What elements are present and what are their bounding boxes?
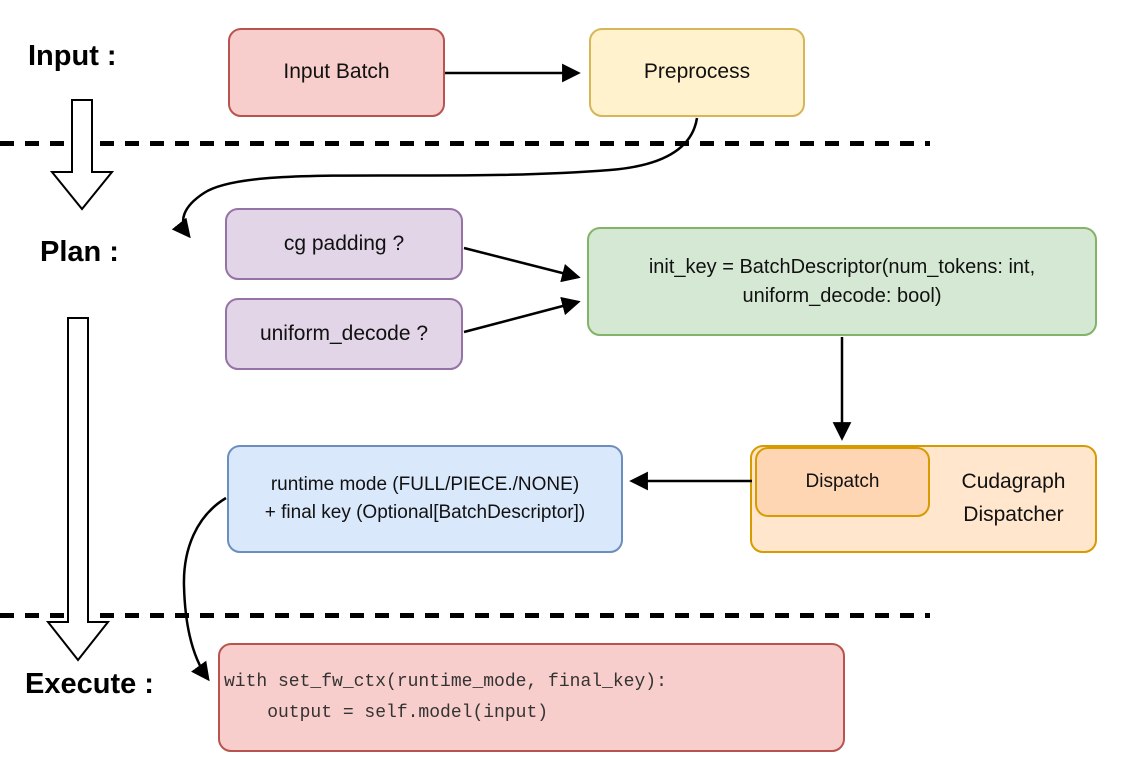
arrow-cgpadding-to-initkey <box>463 246 581 283</box>
node-cg-padding: cg padding ? <box>225 208 463 280</box>
dashed-separator-input-plan <box>0 141 930 146</box>
node-init-key-line1: init_key = BatchDescriptor(num_tokens: i… <box>648 255 1036 278</box>
code-line-1: with set_fw_ctx(runtime_mode, final_key)… <box>224 671 667 692</box>
node-input-batch: Input Batch <box>228 28 445 117</box>
node-uniform-decode: uniform_decode ? <box>225 298 463 370</box>
node-dispatch: Dispatch <box>755 447 930 517</box>
node-cg-padding-label: cg padding ? <box>283 231 405 255</box>
node-runtime-line2: + final key (Optional[BatchDescriptor]) <box>264 502 586 523</box>
dispatcher-label-line1: Cudagraph <box>961 470 1066 494</box>
node-init-key-line2: uniform_decode: bool) <box>742 284 942 307</box>
node-uniform-decode-label: uniform_decode ? <box>259 321 429 345</box>
section-label-execute: Execute : <box>25 668 154 700</box>
section-label-input: Input : <box>28 40 117 72</box>
code-line-2: output = self.model(input) <box>224 702 549 723</box>
node-preprocess-label: Preprocess <box>643 60 751 84</box>
dispatcher-label-line2: Dispatcher <box>963 503 1064 526</box>
plan-down-arrow-icon <box>45 317 111 662</box>
input-down-arrow-icon <box>49 99 115 211</box>
node-dispatch-label: Dispatch <box>805 471 880 493</box>
node-execute-code: with set_fw_ctx(runtime_mode, final_key)… <box>218 643 845 752</box>
node-init-key: init_key = BatchDescriptor(num_tokens: i… <box>587 227 1097 336</box>
arrow-uniformdecode-to-initkey <box>463 296 581 334</box>
node-runtime-line1: runtime mode (FULL/PIECE./NONE) <box>270 474 580 496</box>
node-preprocess: Preprocess <box>589 28 805 117</box>
node-runtime-mode: runtime mode (FULL/PIECE./NONE) + final … <box>227 445 623 553</box>
dashed-separator-plan-execute <box>0 613 930 618</box>
node-cudagraph-dispatcher-label: Cudagraph Dispatcher <box>930 445 1097 553</box>
section-label-plan: Plan : <box>40 236 119 268</box>
node-input-batch-label: Input Batch <box>283 60 390 84</box>
